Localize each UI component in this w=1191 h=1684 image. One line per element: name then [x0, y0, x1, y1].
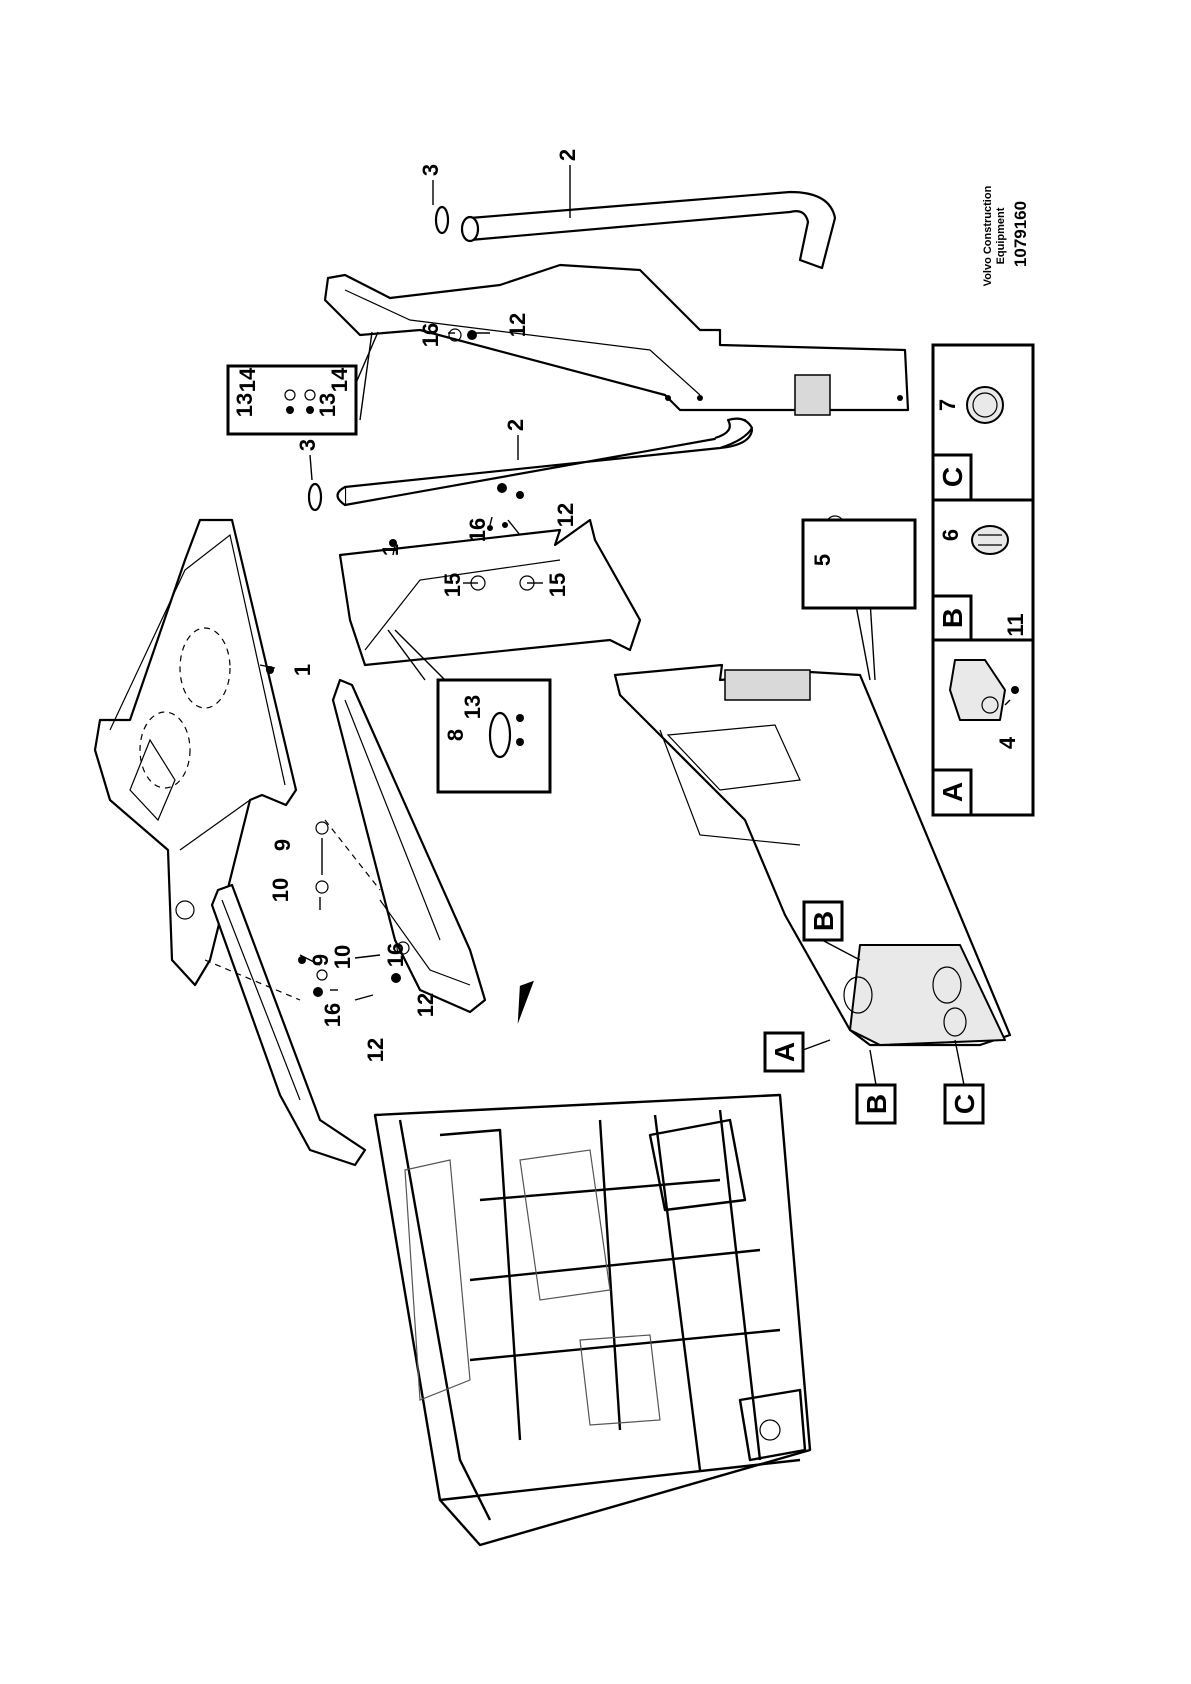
label-11: 11: [1003, 613, 1028, 636]
label-12-pillar: 12: [553, 503, 578, 527]
fasteners: [266, 328, 845, 997]
label-12-side-a: 12: [413, 993, 438, 1017]
legend-letter-c: C: [937, 467, 968, 487]
svg-text:B: B: [808, 911, 839, 931]
svg-text:B: B: [861, 1094, 892, 1114]
label-1-headliner: 1: [290, 664, 315, 676]
label-5: 5: [810, 554, 835, 566]
svg-text:C: C: [949, 1094, 980, 1114]
part-number-labels: 2 3 2 3 13 14 13 14 16 12 1 16 12 15 15 …: [232, 149, 1028, 1062]
label-16-side-a: 16: [383, 943, 408, 967]
callout-13-14: [226, 364, 358, 436]
legend-letter-a: A: [937, 782, 968, 802]
legend-letter-b: B: [937, 608, 968, 628]
label-15-a: 15: [440, 573, 465, 597]
air-duct-lower: [336, 417, 754, 507]
label-16-side-b: 16: [320, 1003, 345, 1027]
label-14-a: 14: [235, 367, 260, 392]
callout-5: [801, 518, 917, 610]
label-9-a: 9: [270, 839, 295, 851]
drawing-number: 1079160: [1011, 201, 1030, 267]
label-13-c: 13: [460, 695, 485, 719]
headliner-panel: [93, 518, 298, 987]
label-1-pillar: 1: [378, 544, 403, 556]
side-trim-strip: [210, 883, 367, 1167]
label-14-b: 14: [327, 367, 352, 392]
label-9-b: 9: [308, 954, 333, 966]
label-16-pillar: 16: [465, 518, 490, 542]
air-duct-upper: [460, 190, 837, 270]
detail-letter-b-main-bottom: B: [855, 1083, 897, 1125]
label-7: 7: [935, 399, 960, 411]
label-2-upper: 2: [555, 149, 580, 161]
label-12-side-b: 12: [363, 1038, 388, 1062]
label-2-lower: 2: [503, 419, 528, 431]
svg-text:A: A: [769, 1042, 800, 1062]
label-10-a: 10: [268, 878, 293, 902]
label-13-a: 13: [232, 393, 257, 417]
publisher-company-line2: Equipment: [995, 207, 1007, 264]
label-16-upper: 16: [418, 323, 443, 347]
clamp-lower: [307, 482, 323, 512]
label-8: 8: [443, 729, 468, 741]
label-13-b: 13: [315, 393, 340, 417]
label-3-lower: 3: [295, 439, 320, 451]
detail-letter-b-main-top: B: [802, 900, 844, 942]
publisher-block: Volvo Construction Equipment 1079160: [982, 185, 1030, 286]
label-3-upper: 3: [418, 164, 443, 176]
assembly-arrow: [517, 980, 534, 1024]
label-15-b: 15: [545, 573, 570, 597]
middle-trim-piece: [331, 678, 487, 1014]
publisher-company-line1: Volvo Construction: [982, 185, 994, 286]
rear-panel: [613, 663, 1012, 1047]
cab-frame: [373, 1093, 812, 1547]
detail-letter-a-main: A: [763, 1031, 805, 1073]
upper-pillar-trim: [323, 263, 910, 416]
label-4: 4: [995, 736, 1020, 749]
pillar-trim: [338, 518, 642, 667]
label-6: 6: [938, 529, 963, 541]
clamp-upper: [434, 205, 450, 235]
callout-8-13: [436, 678, 552, 794]
label-10-b: 10: [330, 945, 355, 969]
detail-legend-table: A B C: [931, 343, 1035, 817]
label-12-upper: 12: [505, 313, 530, 337]
detail-letter-c-main: C: [943, 1083, 985, 1125]
